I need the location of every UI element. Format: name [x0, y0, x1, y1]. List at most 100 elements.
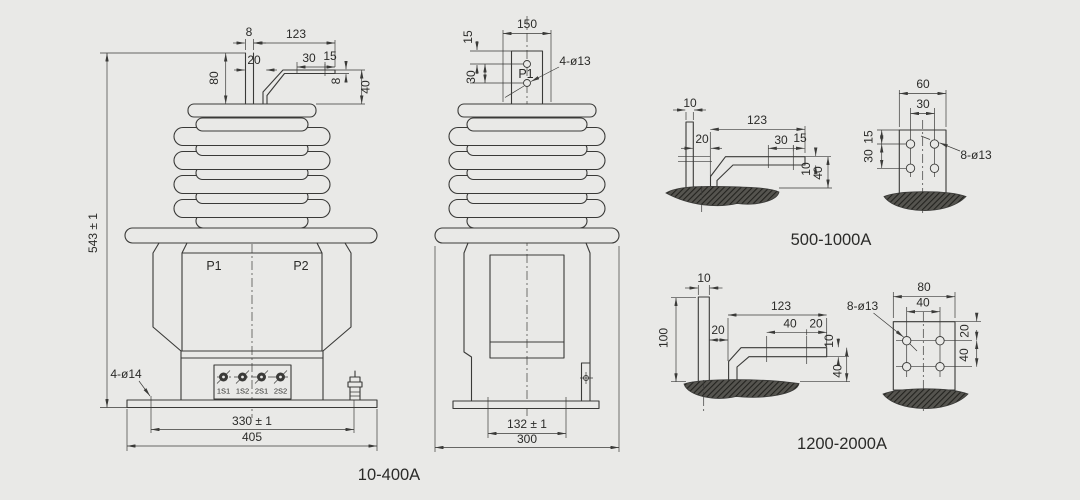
dim-drop: 40	[811, 166, 825, 180]
leader-tail	[920, 135, 931, 140]
dim-arm-thickness: 10	[822, 334, 836, 348]
dim-col-span: 30	[916, 97, 930, 111]
d1200-face-view: 80 40 20 40	[882, 280, 981, 413]
terminal-dot	[260, 375, 263, 379]
ext-lines	[126, 409, 378, 451]
ground-bolt-body	[349, 386, 361, 401]
side-core	[489, 254, 565, 359]
dim-arm-length: 123	[771, 299, 791, 313]
front-bellows	[173, 117, 331, 229]
d1200-face-insulator-hatch	[882, 388, 969, 409]
ext-lines	[671, 297, 696, 383]
pad-hole	[929, 163, 940, 173]
secondary-terminals	[216, 370, 288, 384]
dim-arm-length: 123	[286, 27, 306, 41]
terminal-label: 2S1	[255, 387, 268, 396]
dim-bolt-span: 330 ± 1	[232, 414, 272, 428]
d1200-insulator-top-hatch	[683, 379, 800, 399]
front-top-cap	[187, 103, 317, 118]
detail-500-1000: 10 123 20 30 15 10 40	[665, 77, 992, 214]
dim-top-width: 150	[517, 17, 537, 31]
dim-bar-height: 100	[657, 328, 671, 348]
terminal-box-outline	[213, 364, 292, 400]
leader-line	[939, 142, 961, 152]
ext-lines	[502, 30, 552, 102]
dim-holes: 8-ø13	[960, 148, 992, 162]
terminal-box: 1S1 1S2 2S1 2S2	[213, 364, 292, 400]
front-terminal-arm	[262, 69, 336, 105]
side-ground-bolt-cross	[580, 372, 593, 384]
dim-holes: 8-ø13	[847, 299, 879, 313]
ext-lines	[685, 112, 694, 120]
pad-hole	[929, 139, 940, 149]
ext-lines	[697, 285, 710, 295]
front-body-edges	[180, 242, 324, 359]
ext-lines	[434, 246, 620, 452]
side-skirt	[434, 227, 620, 244]
dim-hole-end: 15	[793, 131, 807, 145]
leader-tail	[909, 343, 918, 352]
d1200-arm	[728, 347, 828, 384]
terminal-dot	[279, 375, 282, 379]
dim-bar-width: 8	[246, 25, 253, 39]
front-skirt	[124, 227, 378, 244]
side-p1-label: P1	[518, 67, 533, 81]
front-body-outline	[152, 242, 352, 401]
front-dimensions: 8 123 20 80 30 15 8 40 543 ± 1 4-ø14	[86, 25, 378, 451]
terminal-label: 1S1	[217, 387, 230, 396]
front-p1-label: P1	[206, 259, 221, 273]
side-top-cap	[457, 103, 597, 118]
caption-1200-2000: 1200-2000A	[797, 435, 887, 453]
ground-bolt-top	[349, 376, 361, 383]
dim-offset: 20	[695, 132, 709, 146]
dim-top-holes: 4-ø13	[559, 54, 591, 68]
dim-hole-end: 20	[809, 317, 823, 331]
d500-face-view: 60 30 15 30 8-ø13	[862, 77, 992, 213]
leader-line	[138, 380, 151, 397]
dim-plate-width: 80	[917, 280, 931, 294]
pad-hole	[905, 163, 916, 173]
side-bellows	[448, 117, 606, 229]
terminal-label: 2S2	[274, 387, 287, 396]
d500-dimensions: 10 123 20 30 15 10 40	[673, 96, 832, 189]
dim-base-width: 300	[517, 432, 537, 446]
dim-plate-width: 60	[916, 77, 930, 91]
side-base-plate	[452, 400, 600, 410]
dim-hole-span: 30	[302, 51, 316, 65]
pad-hole	[935, 362, 945, 372]
shed-small	[195, 117, 309, 132]
d500-insulator-top-hatch	[665, 185, 780, 207]
side-body	[463, 242, 593, 402]
dim-row-end: 20	[958, 324, 972, 338]
dim-bar-height: 80	[207, 71, 221, 85]
d1200-dimensions: 10 100 20 123 40 20 10 40 8-ø13	[657, 271, 918, 383]
caption-500-1000: 500-1000A	[791, 231, 872, 249]
terminal-dot	[241, 375, 244, 379]
d500-cross-lines	[678, 156, 712, 163]
dim-arm-thickness: 10	[799, 162, 813, 176]
shed-small	[466, 117, 588, 132]
dim-bar-width: 10	[697, 271, 711, 285]
caption-front-side: 10-400A	[358, 466, 420, 484]
dim-bolt-span: 132 ± 1	[507, 417, 547, 431]
d500-arm	[709, 156, 806, 192]
dim-offset: 20	[711, 323, 725, 337]
dim-base-holes: 4-ø14	[110, 367, 142, 381]
front-view: 1S1 1S2 2S1 2S2 P1 P2 8 123 20	[86, 25, 378, 451]
dim-bar-width: 10	[683, 96, 697, 110]
ground-bolt	[347, 370, 363, 401]
dim-hole-end: 15	[323, 49, 337, 63]
ext-lines	[709, 126, 806, 176]
side-view: P1 150 15	[434, 16, 620, 452]
dim-hole-span: 30	[464, 70, 478, 84]
terminal-dot	[222, 375, 225, 379]
dim-hole-span: 30	[774, 133, 788, 147]
terminal-hole	[523, 79, 531, 87]
terminal-label: 1S2	[236, 387, 249, 396]
side-dimensions: 150 15 30 4-ø13 132 ± 1 300	[434, 17, 620, 452]
front-base-plate	[126, 399, 378, 409]
pad-hole	[902, 336, 912, 346]
dim-row-span: 40	[957, 348, 971, 362]
front-primary-bar	[244, 52, 255, 105]
